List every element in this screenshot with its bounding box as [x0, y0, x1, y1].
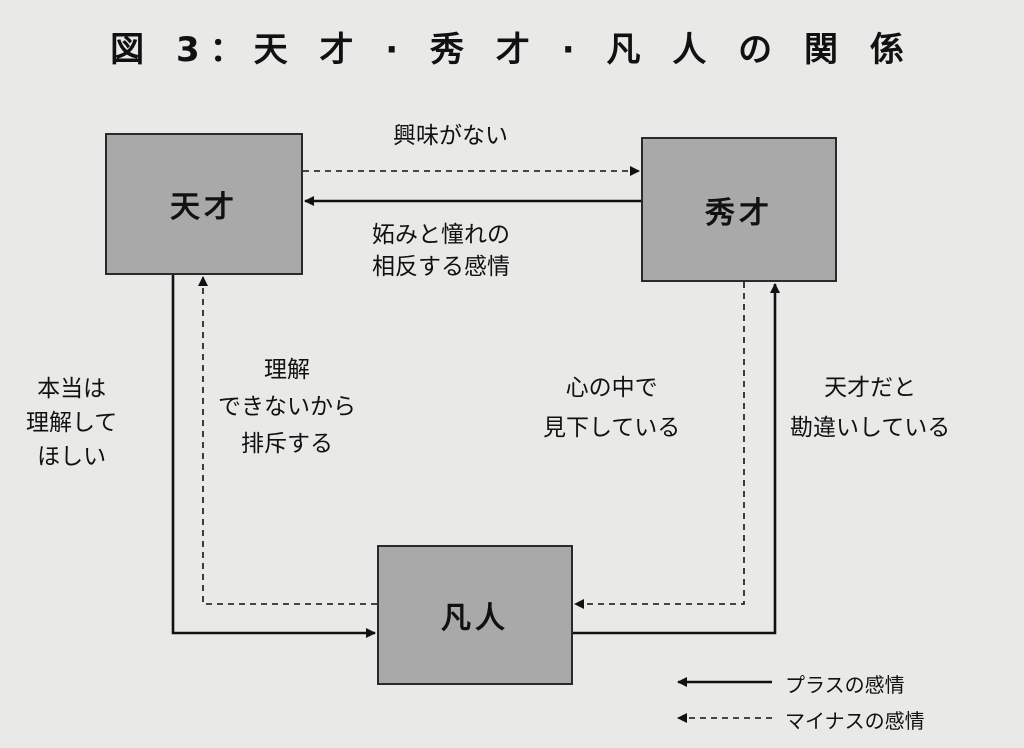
- node-shusai: 秀才: [641, 137, 837, 282]
- label-want-understood-line-3: ほしい: [37, 444, 107, 470]
- label-look-down: 心の中で 見下している: [543, 368, 680, 448]
- label-exclude: 理解 できないから 排斥する: [218, 352, 356, 463]
- label-want-understood: 本当は 理解して ほしい: [26, 372, 117, 474]
- arrow-exclude: [198, 276, 377, 605]
- label-jealousy-line-2: 相反する感情: [372, 254, 510, 280]
- page-title: 図 3：天 才 · 秀 才 · 凡 人 の 関 係: [110, 30, 914, 70]
- legend-minus-label: マイナスの感情: [785, 709, 925, 733]
- label-want-understood-line-2: 理解して: [26, 410, 118, 436]
- node-bonjin: 凡人: [377, 545, 573, 685]
- label-no-interest: 興味がない: [393, 123, 508, 149]
- arrow-misunderstand: [573, 283, 780, 635]
- label-look-down-line-2: 見下している: [543, 415, 681, 441]
- label-jealousy: 妬みと憧れの 相反する感情: [372, 219, 510, 283]
- label-jealousy-line-1: 妬みと憧れの: [372, 222, 510, 248]
- node-tensai: 天才: [105, 133, 303, 275]
- label-want-understood-line-1: 本当は: [37, 376, 107, 402]
- label-misunderstand: 天才だと 勘違いしている: [790, 368, 950, 448]
- arrow-look-down: [574, 282, 745, 609]
- label-exclude-line-1: 理解: [264, 357, 310, 383]
- label-exclude-line-3: 排斥する: [241, 431, 333, 457]
- label-exclude-line-2: できないから: [218, 394, 356, 420]
- label-misunderstand-line-1: 天才だと: [824, 375, 917, 401]
- label-misunderstand-line-2: 勘違いしている: [790, 415, 951, 441]
- arrow-want-understood: [171, 275, 376, 638]
- label-look-down-line-1: 心の中で: [565, 375, 658, 401]
- legend-plus-label: プラスの感情: [785, 673, 905, 697]
